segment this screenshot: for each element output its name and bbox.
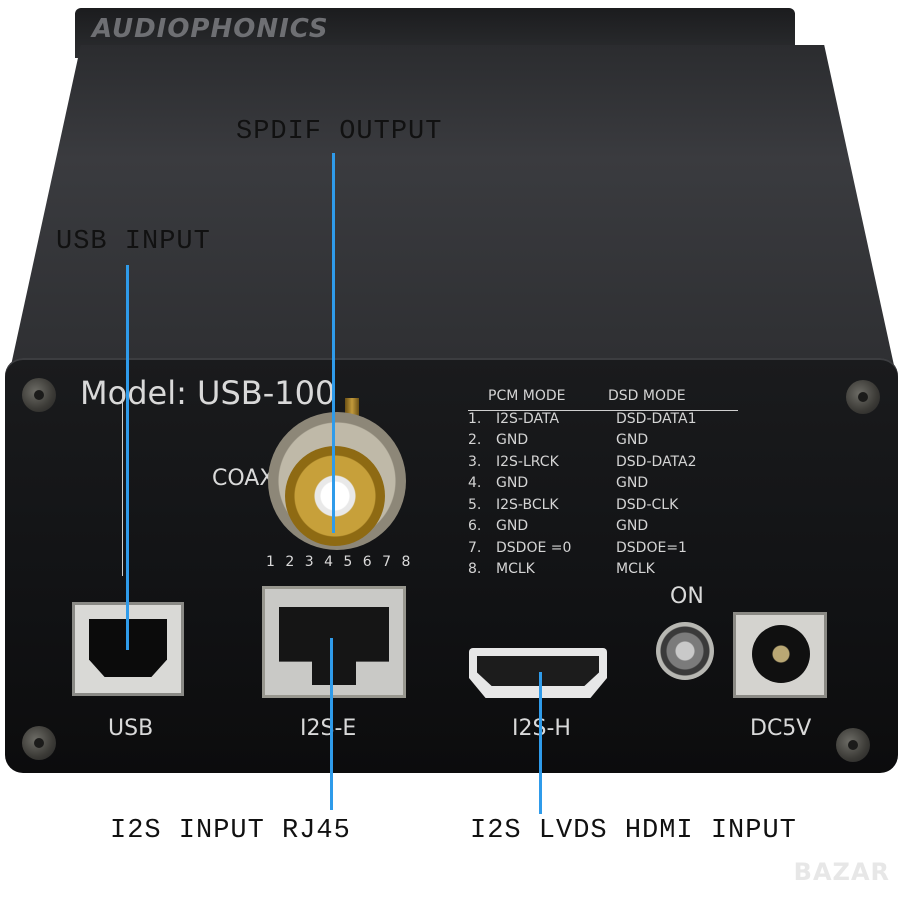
- hdmi-port[interactable]: [469, 648, 607, 698]
- pin-table-row: 4. GND GND: [468, 475, 738, 497]
- pin-dsd: DSD-CLK: [616, 496, 679, 513]
- pin-number: 6.: [468, 518, 482, 534]
- brand-logo-text: AUDIOPHONICS: [92, 14, 329, 44]
- pin-dsd: DSD-DATA2: [616, 453, 697, 470]
- pin-number: 4.: [468, 475, 482, 491]
- power-toggle-switch[interactable]: [656, 622, 714, 680]
- pin-dsd: GND: [616, 432, 649, 448]
- pin-pcm: GND: [496, 518, 529, 534]
- rj45-pin-numbers: 1 2 3 4 5 6 7 8: [266, 554, 414, 570]
- pin-table-header-pcm: PCM MODE: [488, 388, 566, 404]
- pin-table-row: 1. I2S-DATA DSD-DATA1: [468, 411, 738, 433]
- on-label: ON: [670, 584, 704, 609]
- pin-dsd: DSD-DATA1: [616, 410, 697, 427]
- pin-pcm: MCLK: [496, 561, 535, 577]
- callout-i2s-lvds-hdmi-input: I2S LVDS HDMI INPUT: [470, 816, 797, 846]
- pin-pcm: I2S-BCLK: [496, 496, 559, 513]
- screw-icon: [22, 726, 56, 760]
- pin-table-row: 5. I2S-BCLK DSD-CLK: [468, 497, 738, 519]
- hdmi-port-cavity: [477, 656, 599, 686]
- pin-pcm: I2S-LRCK: [496, 453, 559, 470]
- pin-table-row: 8. MCLK MCLK: [468, 561, 738, 583]
- dc-power-jack[interactable]: [733, 612, 827, 698]
- screw-icon: [22, 378, 56, 412]
- pin-dsd: GND: [616, 518, 649, 534]
- coax-label: COAX: [212, 466, 275, 491]
- pin-table: PCM MODE DSD MODE 1. I2S-DATA DSD-DATA1 2.…: [468, 388, 738, 583]
- pin-number: 7.: [468, 539, 482, 556]
- pin-number: 1.: [468, 410, 482, 427]
- watermark-logo: BAZAR: [793, 858, 890, 886]
- pin-table-header-dsd: DSD MODE: [608, 388, 686, 404]
- pin-pcm: I2S-DATA: [496, 410, 560, 427]
- pin-table-divider: [122, 388, 123, 576]
- port-label-usb: USB: [108, 716, 154, 741]
- rj45-port-cavity: [279, 607, 389, 685]
- leader-line-hdmi: [539, 672, 542, 814]
- pin-number: 3.: [468, 453, 482, 470]
- pin-dsd: MCLK: [616, 561, 655, 577]
- leader-line-rj45: [330, 638, 333, 810]
- dc-jack-pin-icon: [752, 625, 810, 683]
- model-label: Model: USB-100: [80, 374, 336, 412]
- pin-table-row: 3. I2S-LRCK DSD-DATA2: [468, 454, 738, 476]
- leader-line-usb: [126, 265, 129, 650]
- port-label-dc: DC5V: [750, 716, 812, 741]
- callout-spdif-output: SPDIF OUTPUT: [236, 117, 443, 147]
- coax-rca-jack[interactable]: [285, 446, 385, 546]
- pin-table-row: 2. GND GND: [468, 432, 738, 454]
- port-label-i2s-e: I2S-E: [300, 716, 357, 741]
- pin-pcm: GND: [496, 432, 529, 448]
- pin-dsd: DSDOE=1: [616, 539, 687, 556]
- screw-icon: [836, 728, 870, 762]
- pin-table-row: 6. GND GND: [468, 518, 738, 540]
- pin-number: 2.: [468, 432, 482, 448]
- pin-dsd: GND: [616, 475, 649, 491]
- pin-table-header: PCM MODE DSD MODE: [468, 388, 738, 411]
- screw-icon: [846, 380, 880, 414]
- front-panel: [5, 358, 898, 773]
- callout-usb-input: USB INPUT: [56, 227, 211, 257]
- pin-pcm: GND: [496, 475, 529, 491]
- callout-i2s-input-rj45: I2S INPUT RJ45: [110, 816, 351, 846]
- pin-number: 5.: [468, 496, 482, 513]
- rj45-port[interactable]: [262, 586, 406, 698]
- leader-line-spdif: [332, 153, 335, 533]
- pin-number: 8.: [468, 561, 482, 577]
- pin-pcm: DSDOE =0: [496, 539, 572, 556]
- pin-table-row: 7. DSDOE =0 DSDOE=1: [468, 540, 738, 562]
- chassis-top-panel: [10, 45, 895, 370]
